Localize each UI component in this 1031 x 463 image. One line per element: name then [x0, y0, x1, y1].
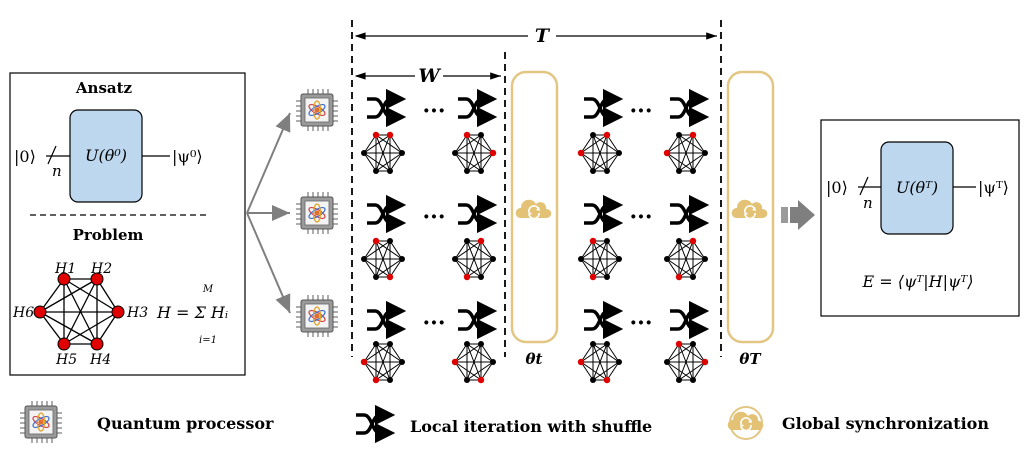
legend: Quantum processor Local iteration with s…: [19, 400, 989, 444]
graph-node-h6: [33, 305, 47, 319]
ansatz-input-state: |0⟩: [14, 147, 36, 166]
local-graph: [360, 131, 406, 175]
result-gate-label: U(θᵀ): [896, 178, 938, 197]
local-graph: [577, 340, 623, 384]
sum-lower-limit: i=1: [199, 335, 217, 346]
output-arrow: [781, 200, 815, 230]
shuffle-icon: [367, 205, 396, 223]
ellipsis: ···: [423, 98, 446, 124]
local-graph: [451, 131, 497, 175]
legend-label-shuffle: Local iteration with shuffle: [410, 417, 652, 436]
energy-formula: E = ⟨ψᵀ|H|ψᵀ⟩: [861, 272, 973, 291]
graph-label-h6: H6: [12, 305, 34, 321]
shuffle-icon: [670, 205, 699, 223]
sampled-nodes: [372, 131, 697, 157]
sampled-nodes: [360, 340, 709, 384]
result-input-state: |0⟩: [826, 178, 848, 197]
graph-node-h4: [90, 337, 104, 351]
shuffle-icon: [458, 311, 487, 329]
local-graph: [663, 237, 709, 281]
ansatz-title: Ansatz: [75, 79, 133, 97]
sum-upper-limit: M: [202, 284, 214, 295]
cloud-sync-icon: [514, 198, 553, 220]
shuffle-icon: [584, 205, 613, 223]
result-qubit-count: n: [863, 194, 873, 212]
result-panel: |0⟩ n U(θᵀ) |ψᵀ⟩ E = ⟨ψᵀ|H|ψᵀ⟩: [820, 119, 1020, 317]
local-graph: [451, 340, 497, 384]
shuffle-icon: [356, 415, 385, 433]
time-boundaries: [351, 20, 722, 357]
legend-label-sync: Global synchronization: [782, 414, 989, 433]
ansatz-wire-slash: [47, 145, 57, 165]
problem-graph: H1 H2 H3 H4 H5 H6: [12, 261, 148, 368]
ansatz-output-state: |ψ⁰⟩: [172, 147, 203, 166]
shuffle-icon: [670, 311, 699, 329]
quantum-processor-icon: [19, 400, 63, 444]
ansatz-gate-label: U(θ⁰): [85, 146, 127, 165]
result-wire-slash: [859, 176, 869, 196]
fan-out-arrows: [246, 112, 291, 314]
result-output-state: |ψᵀ⟩: [978, 178, 1009, 197]
quantum-processor-icon: [295, 191, 339, 235]
ellipsis: ···: [630, 310, 653, 336]
result-gate: [880, 141, 954, 235]
sampled-nodes: [372, 237, 697, 281]
window-label: W: [418, 65, 441, 87]
total-time-label: T: [535, 25, 551, 47]
local-graph: [360, 340, 406, 384]
graph-label-h3: H3: [126, 305, 148, 321]
quantum-processor-icon: [295, 88, 339, 132]
shuffle-icon: [367, 311, 396, 329]
shuffle-icon: [584, 99, 613, 117]
sync-box-t: [510, 70, 559, 344]
graph-label-h2: H2: [90, 261, 112, 277]
ellipsis: ···: [630, 204, 653, 230]
sync-param-t: θt: [526, 350, 543, 368]
graph-node-h5: [57, 337, 71, 351]
graph-label-h1: H1: [54, 261, 76, 277]
shuffle-icon: [458, 205, 487, 223]
graph-node-h3: [111, 305, 125, 319]
cloud-sync-icon: [730, 198, 769, 220]
shuffle-icon: [458, 99, 487, 117]
sync-box-T: [726, 70, 775, 344]
graph-label-h4: H4: [89, 352, 111, 368]
shuffle-icon: [670, 99, 699, 117]
graph-node-h2: [90, 272, 104, 286]
ellipsis: ···: [630, 98, 653, 124]
local-graph: [360, 237, 406, 281]
ellipsis: ···: [423, 310, 446, 336]
legend-label-processor: Quantum processor: [97, 414, 274, 433]
shuffle-icon: [367, 99, 396, 117]
shuffle-icon: [584, 311, 613, 329]
graph-node-h1: [57, 272, 71, 286]
quantum-processor-icon: [295, 294, 339, 338]
ansatz-qubit-count: n: [52, 162, 62, 180]
sync-param-T: θT: [739, 350, 762, 368]
local-graph: [577, 237, 623, 281]
hamiltonian-formula: H = Σ Hᵢ: [156, 303, 228, 322]
ellipsis: ···: [423, 204, 446, 230]
local-graph: [663, 131, 709, 175]
local-graph: [451, 237, 497, 281]
local-graph: [663, 340, 709, 384]
ansatz-panel: Ansatz |0⟩ n U(θ⁰) |ψ⁰⟩ Problem: [9, 72, 246, 376]
local-graph: [577, 131, 623, 175]
graph-label-h5: H5: [55, 352, 77, 368]
problem-title: Problem: [73, 226, 144, 244]
